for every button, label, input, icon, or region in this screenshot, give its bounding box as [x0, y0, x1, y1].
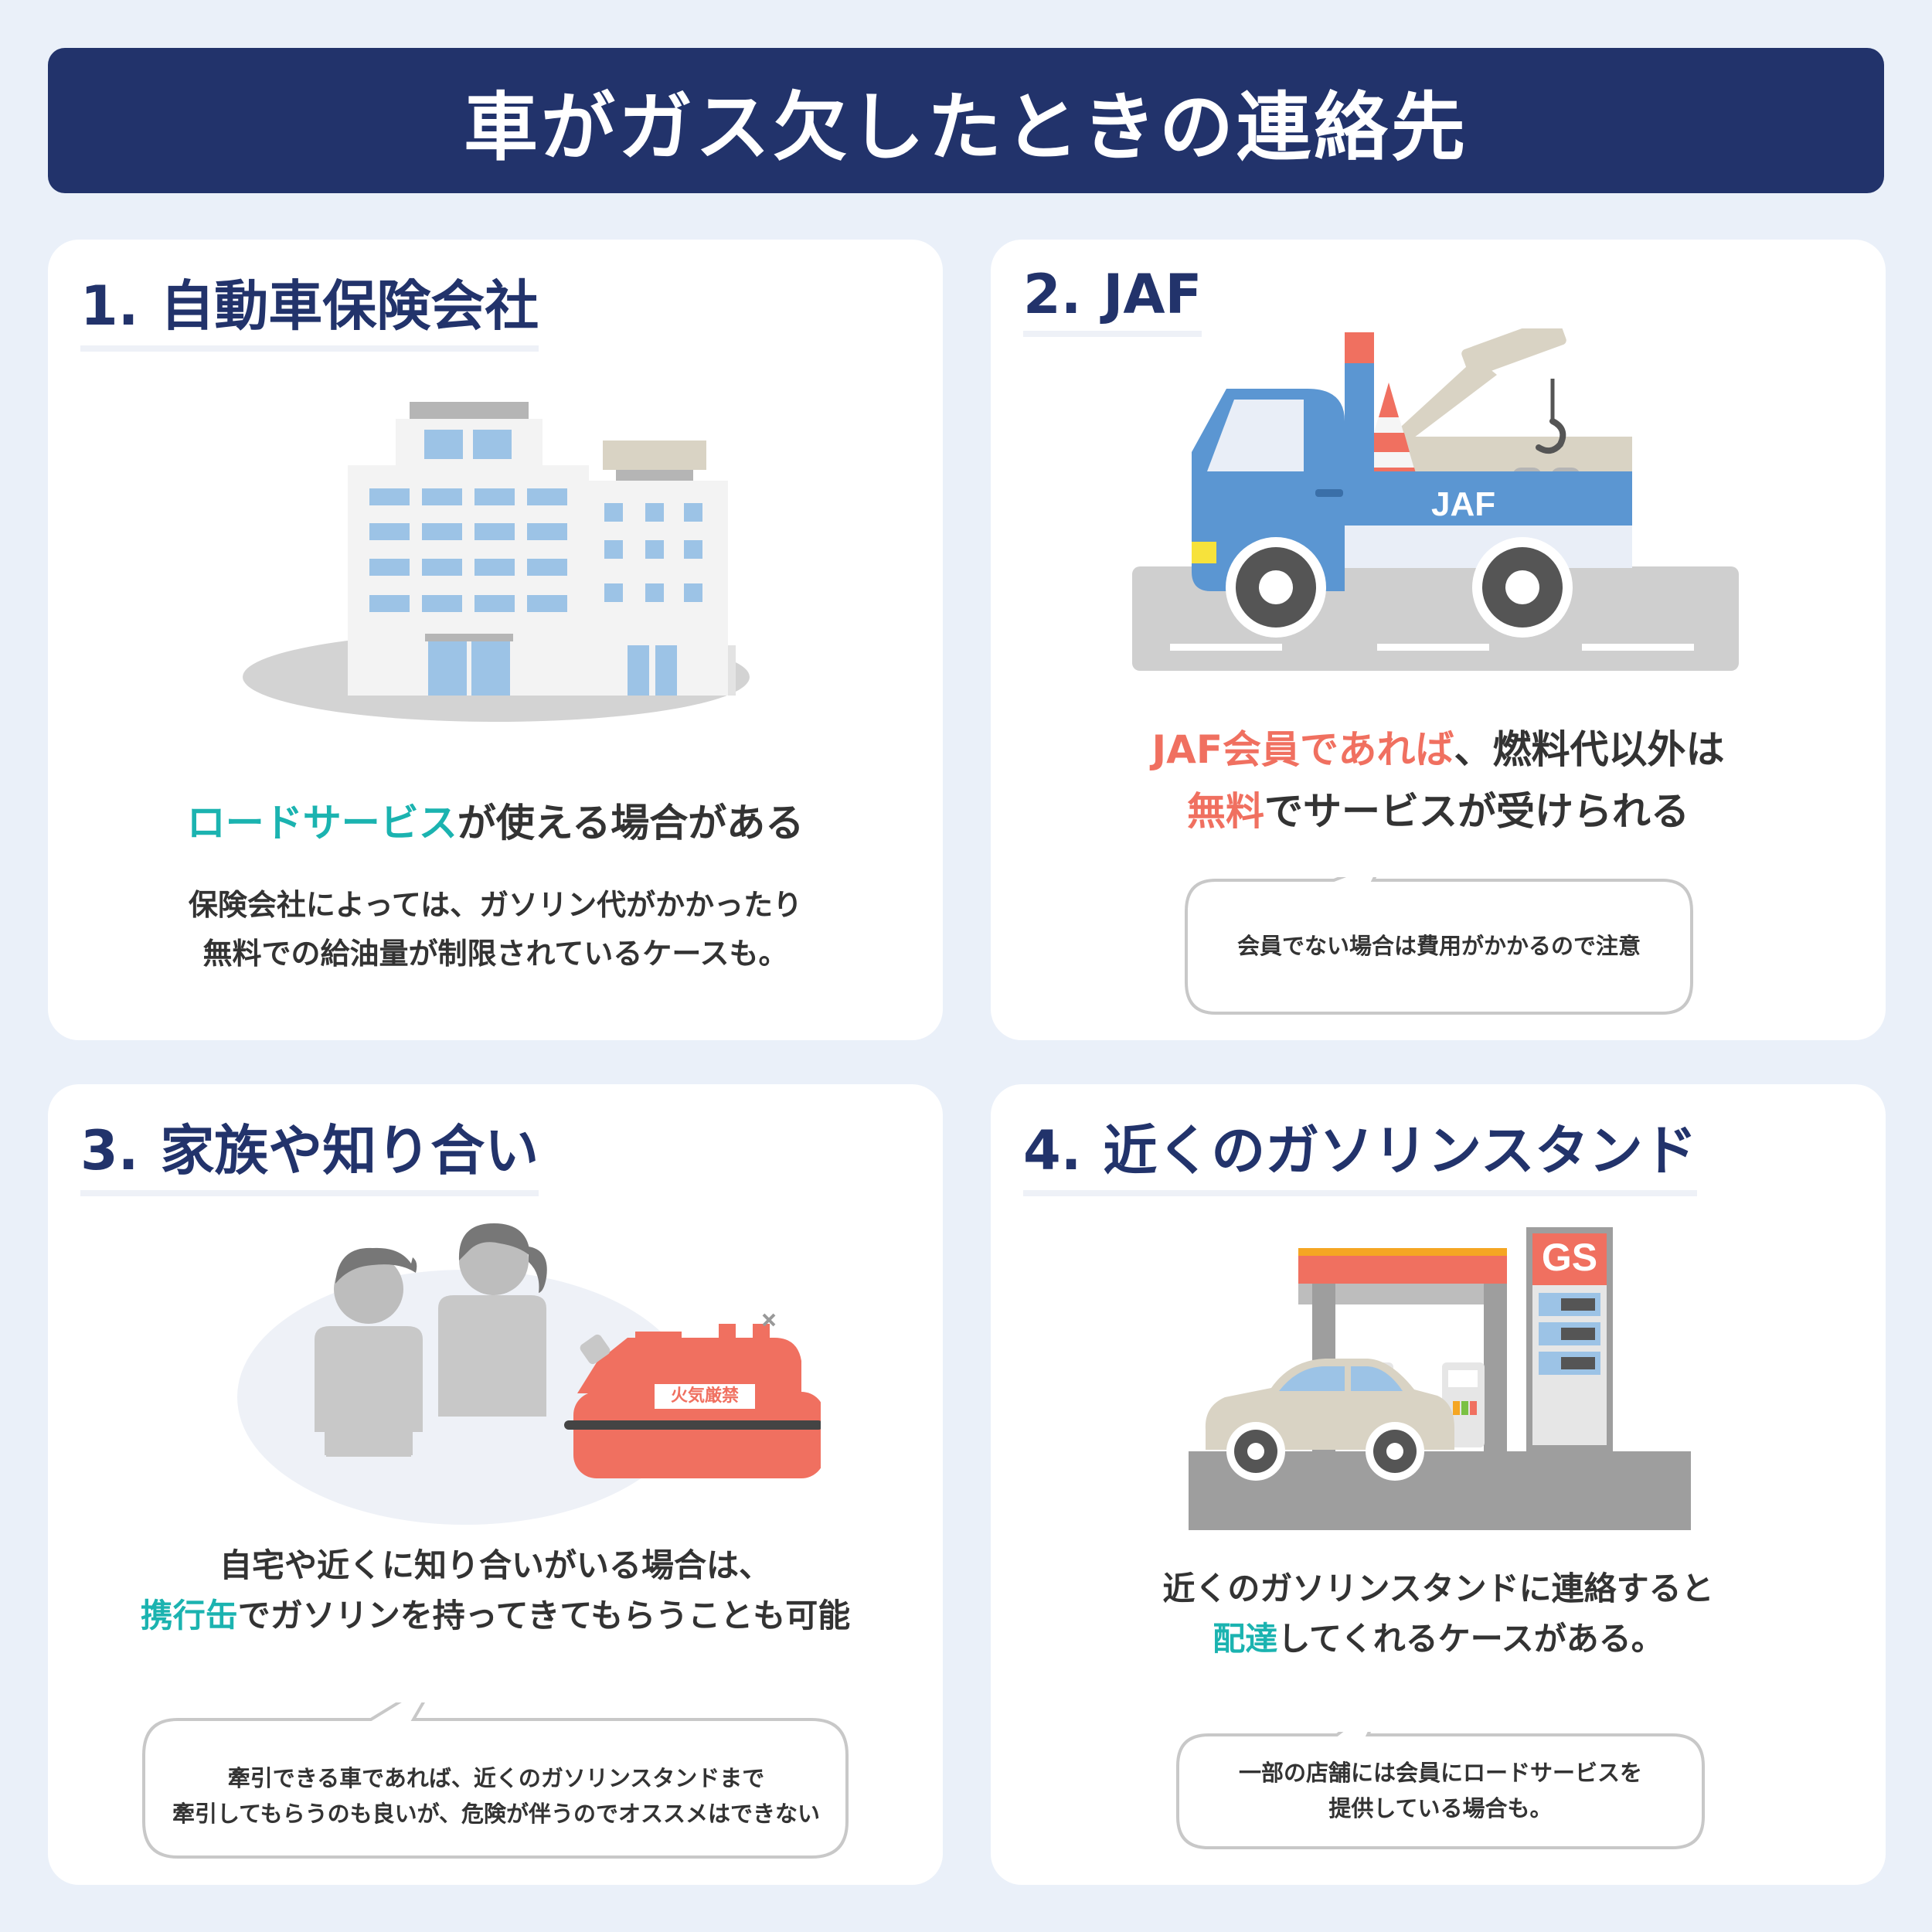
speech-bubble: 会員でない場合は費用がかかるので注意	[1182, 877, 1696, 1020]
fuel-can-label: 火気厳禁	[670, 1386, 739, 1406]
card-number: 3.	[80, 1119, 139, 1182]
card-heading: 1. 自動車保険会社	[80, 263, 539, 352]
card-family-acquaintances: 3.家族や知り合い 火気厳禁 自	[48, 1084, 943, 1885]
office-building-icon	[243, 402, 750, 722]
bubble-text: 一部の店舗には会員にロードサービスを 提供している場合も。	[1238, 1760, 1642, 1822]
gas-station-sign-label: GS	[1541, 1236, 1598, 1279]
card-heading: 2. JAF	[1023, 263, 1202, 337]
card-title: 近くのガソリンスタンド	[1103, 1119, 1697, 1182]
bubble-text: 牽引できる車であれば、近くのガソリンスタンドまで 牽引してもらうのも良いが、危険…	[172, 1765, 821, 1828]
highlight-portable-can: 携行缶	[140, 1597, 238, 1635]
highlight-free: 無料	[1187, 789, 1264, 834]
tow-truck-icon: JAF	[1130, 328, 1748, 684]
card-lead-text: 近くのガソリンスタンドに連絡すると 配達してくれるケースがある。	[1162, 1570, 1714, 1658]
card-title: 自動車保険会社	[160, 274, 539, 338]
card-lead-text: 自宅や近くに知り合いがいる場合は、 携行缶でガソリンを持ってきてもらうことも可能	[140, 1546, 851, 1635]
speech-bubble: 牽引できる車であれば、近くのガソリンスタンドまで 牽引してもらうのも良いが、危険…	[139, 1702, 853, 1865]
gas-station-icon: GS	[1182, 1227, 1700, 1536]
card-jaf: 2. JAF	[991, 240, 1886, 1040]
card-heading: 3. 家族や知り合い	[80, 1107, 539, 1196]
card-insurance-company: 1.自動車保険会社 ロードサービスが使える場合がある 保険会社によ	[48, 240, 943, 1040]
card-gas-station: 4. 近くのガソリンスタンド	[991, 1084, 1886, 1885]
card-title: 家族や知り合い	[160, 1119, 539, 1182]
card-heading: 4. 近くのガソリンスタンド	[1023, 1107, 1697, 1196]
page-title: 車がガス欠したときの連絡先	[464, 83, 1468, 171]
card-title: JAF	[1103, 263, 1202, 326]
card-sub-text: 保険会社によっては、ガソリン代がかかったり 無料での給油量が制限されているケース…	[188, 888, 803, 971]
speech-bubble: 一部の店舗には会員にロードサービスを 提供している場合も。	[1173, 1732, 1708, 1855]
card-number: 2.	[1023, 263, 1082, 326]
family-with-fuel-can-icon: 火気厳禁	[233, 1200, 821, 1525]
bubble-text: 会員でない場合は費用がかかるので注意	[1236, 933, 1641, 959]
truck-label: JAF	[1431, 485, 1496, 523]
card-lead-text: JAF会員であれば、燃料代以外は 無料でサービスが受けられる	[1151, 727, 1725, 834]
card-number: 1.	[80, 274, 139, 338]
highlight-delivery: 配達	[1213, 1620, 1278, 1658]
highlight-road-service: ロードサービス	[186, 801, 457, 845]
card-number: 4.	[1023, 1119, 1082, 1182]
title-banner: 車がガス欠したときの連絡先	[48, 48, 1884, 193]
card-lead-text: ロードサービスが使える場合がある	[186, 801, 804, 845]
highlight-jaf-member: JAF会員であれば	[1151, 727, 1454, 772]
